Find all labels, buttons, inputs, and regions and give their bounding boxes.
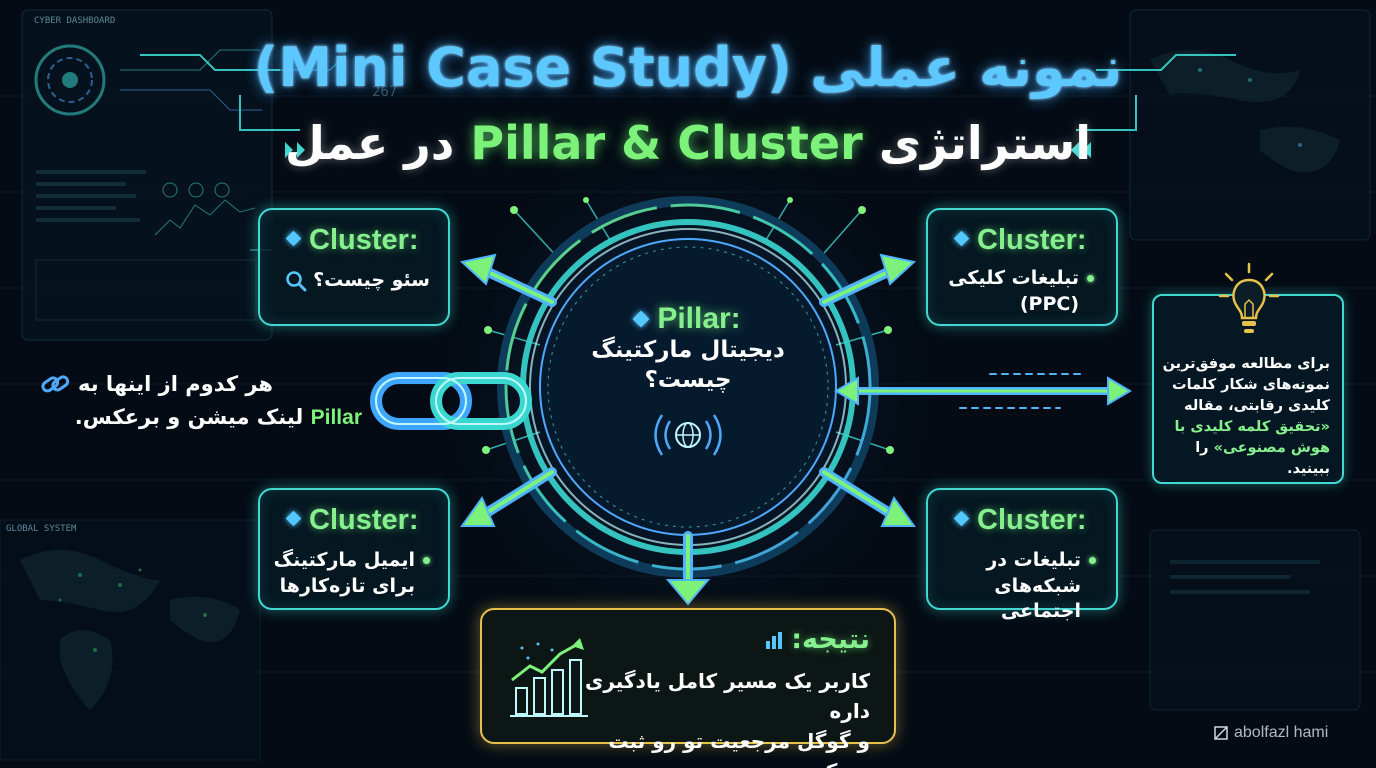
info-line5-highlight: هوش مصنوعی» (1213, 440, 1330, 457)
bullet-dot (1087, 275, 1094, 282)
pillar-diamond-icon (632, 310, 650, 328)
subtitle-pre: استراتژی (862, 116, 1092, 170)
cluster-body: تبلیغات کلیکی (PPC) (934, 266, 1094, 317)
subtitle-highlight: Pillar & Cluster (470, 116, 863, 170)
cluster-card-social: Cluster: تبلیغات در شبکه‌های اجتماعی (926, 488, 1118, 622)
diamond-icon (285, 510, 302, 527)
cluster-title-text: Cluster: (977, 224, 1087, 256)
link-note-line1-row: هر کدوم از اینها به (40, 368, 362, 401)
magnifier-icon (286, 271, 307, 292)
cluster-line1: تبلیغات کلیکی (948, 267, 1079, 289)
bullet-dot (1089, 557, 1096, 564)
arrows (459, 253, 1132, 606)
cluster-line2: برای تازه‌کارها (279, 574, 415, 597)
cluster-line1: ایمیل مارکتینگ (273, 549, 415, 571)
result-title: نتیجه: (791, 624, 870, 655)
info-line5-rest: را ببینید. (1195, 440, 1330, 478)
link-note-highlight: Pillar (310, 405, 362, 429)
chain-link-graphic (370, 372, 532, 430)
pillar-body-line2: چیست؟ (644, 366, 732, 393)
world-map-right (1129, 9, 1371, 241)
link-note-line2: Pillar لینک میشن و برعکس. (40, 401, 362, 435)
cluster-line2: (PPC) (1019, 292, 1079, 315)
diamond-icon (953, 510, 970, 527)
cluster-card-ppc: Cluster: تبلیغات کلیکی (PPC) (926, 208, 1118, 326)
cluster-line1: تبلیغات در (986, 549, 1081, 571)
cluster-title: Cluster: (953, 224, 1087, 257)
title-chevrons-left (285, 142, 305, 158)
link-note-line2-rest: لینک میشن و برعکس. (74, 404, 311, 429)
watermark-text: abolfazl hami (1234, 724, 1329, 741)
chain-link-icon (41, 375, 70, 393)
cluster-body: تبلیغات در شبکه‌های اجتماعی (928, 548, 1096, 625)
result-title-row: نتیجه: (765, 624, 870, 655)
diamond-icon (285, 230, 302, 247)
cluster-title: Cluster: (285, 504, 419, 537)
cluster-body: سئو چیست؟ (285, 268, 430, 294)
result-line1: کاربر یک مسیر کامل یادگیری داره (584, 669, 870, 723)
bar-chart-icon (766, 631, 783, 649)
bullet-dot (423, 557, 430, 564)
cluster-title-text: Cluster: (309, 224, 419, 256)
result-body: کاربر یک مسیر کامل یادگیری داره و گوگل م… (570, 666, 870, 768)
info-line3: کلیدی رقابتی، مقاله (1184, 398, 1330, 415)
subtitle-post: در عمل (284, 116, 471, 170)
dashboard-label: CYBER DASHBOARD (34, 16, 116, 26)
cluster-title: Cluster: (285, 224, 419, 257)
dashboard-label-map: GLOBAL SYSTEM (6, 524, 77, 534)
link-note: هر کدوم از اینها به Pillar لینک میشن و ب… (40, 368, 362, 434)
pillar-title: Pillar: (657, 302, 741, 335)
world-map-left (0, 519, 261, 761)
result-box: نتیجه: کاربر یک مسیر کامل یادگیری داره و… (480, 608, 896, 768)
result-line2: و گوگل مرجعیت تو رو ثبت می‌کنه. (608, 729, 870, 768)
growth-chart-icon (510, 638, 588, 717)
title-chevrons-right (1071, 142, 1091, 158)
cluster-line2: شبکه‌های اجتماعی (994, 574, 1081, 623)
dashboard-reading: 267 (372, 84, 398, 100)
cluster-title-text: Cluster: (309, 504, 419, 536)
cluster-card-email: Cluster: ایمیل مارکتینگ برای تازه‌کارها (258, 488, 450, 610)
info-line1: برای مطالعه موفق‌ترین (1162, 356, 1330, 372)
link-note-line1: هر کدوم از اینها به (78, 372, 273, 396)
page-subtitle: استراتژی Pillar & Cluster در عمل (0, 116, 1376, 170)
dashboard-panel (21, 9, 273, 341)
cluster-card-seo: Cluster: سئو چیست؟ (258, 208, 450, 326)
cluster-title: Cluster: (953, 504, 1087, 537)
page-title: نمونه عملی (Mini Case Study) (253, 36, 1123, 99)
cluster-line1: سئو چیست؟ (313, 269, 430, 291)
diamond-icon (953, 230, 970, 247)
pillar-node: Pillar: دیجیتال مارکتینگ چیست؟ (568, 302, 808, 468)
info-line2: نمونه‌های شکار کلمات (1172, 377, 1330, 394)
cluster-title-text: Cluster: (977, 504, 1087, 536)
info-line5: هوش مصنوعی» را ببینید. (1158, 438, 1330, 480)
globe-signal-icon (654, 414, 722, 456)
watermark: abolfazl hami (1214, 724, 1328, 742)
pillar-body-line1: دیجیتال مارکتینگ (591, 337, 785, 363)
watermark-logo-icon (1214, 726, 1228, 740)
info-line4: «تحقیق کلمه کلیدی با (1174, 419, 1330, 436)
info-text: برای مطالعه موفق‌ترین نمونه‌های شکار کلم… (1158, 354, 1330, 480)
lightbulb-icon (1218, 262, 1280, 333)
cluster-body: ایمیل مارکتینگ برای تازه‌کارها (264, 548, 430, 599)
